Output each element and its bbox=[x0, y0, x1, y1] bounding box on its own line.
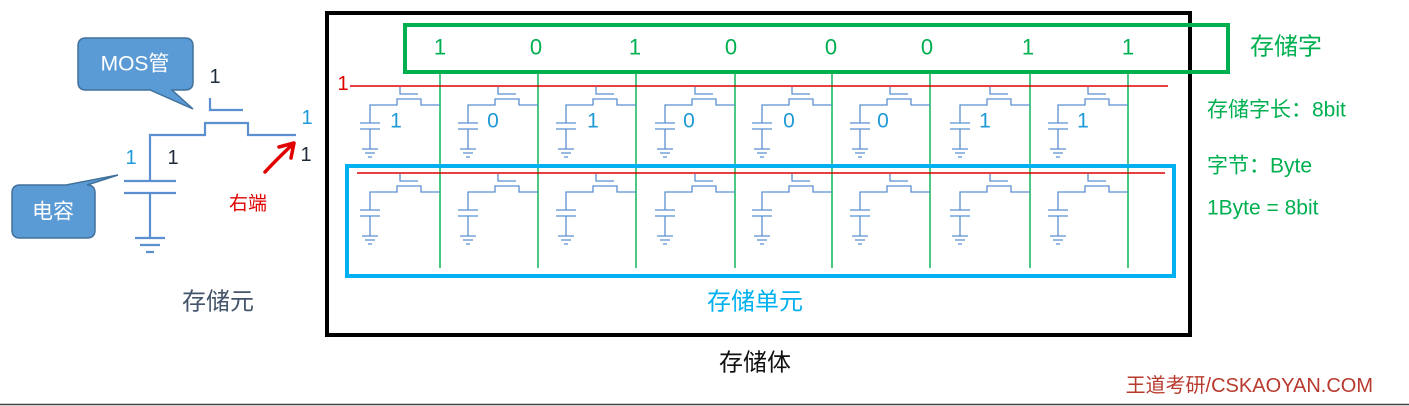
storage-body-caption: 存储体 bbox=[719, 350, 791, 377]
mos-callout-label: MOS管 bbox=[101, 53, 170, 76]
word-bit-3: 1 bbox=[629, 35, 641, 60]
cell-value-4: 0 bbox=[683, 110, 695, 133]
word-bit-6: 0 bbox=[921, 35, 933, 60]
storage-body-frame bbox=[325, 11, 1192, 337]
right-end-value-bottom: 1 bbox=[300, 144, 311, 166]
bit-lines bbox=[439, 74, 1129, 268]
right-end-arrow bbox=[263, 141, 296, 174]
storage-element-diagram: MOS管 1 1 1 1 1 右端 电容 存储元 bbox=[11, 37, 313, 316]
cell-value-8: 1 bbox=[1077, 110, 1089, 133]
cell-value-6: 0 bbox=[877, 110, 889, 133]
storage-element-caption: 存储元 bbox=[182, 289, 254, 316]
cell-value-3: 1 bbox=[587, 110, 599, 133]
storage-word-box bbox=[403, 23, 1230, 74]
note-word-length: 存储字长：8bit bbox=[1207, 99, 1346, 122]
memory-cell-r2-c5 bbox=[751, 173, 833, 245]
note-byte: 字节：Byte bbox=[1207, 155, 1312, 178]
right-end-label: 右端 bbox=[229, 193, 267, 215]
cell-values-row-1: 1 0 1 0 0 0 1 1 bbox=[390, 110, 1089, 133]
word-bit-5: 0 bbox=[825, 35, 837, 60]
watermark: 王道考研/CSKAOYAN.COM bbox=[1126, 374, 1373, 397]
cell-row-1 bbox=[359, 86, 1129, 158]
memory-cell-r1-c4 bbox=[654, 86, 736, 158]
gate-value: 1 bbox=[209, 66, 220, 88]
transistor-channel bbox=[148, 121, 296, 181]
memory-cell-r2-c1 bbox=[359, 173, 441, 245]
capacitor-callout-label: 电容 bbox=[32, 201, 74, 224]
memory-cell-r2-c3 bbox=[555, 173, 637, 245]
cell-value-2: 0 bbox=[487, 110, 499, 133]
cell-value-5: 0 bbox=[783, 110, 795, 133]
note-byte-definition: 1Byte = 8bit bbox=[1207, 197, 1319, 220]
right-end-value-top: 1 bbox=[301, 107, 312, 129]
storage-unit-box bbox=[345, 164, 1176, 278]
memory-cell-r2-c4 bbox=[654, 173, 736, 245]
capacitor-symbol bbox=[124, 179, 176, 238]
memory-cell-r1-c6 bbox=[849, 86, 931, 158]
ground-symbol bbox=[135, 236, 165, 254]
storage-word-bits: 1 0 1 0 0 0 1 1 bbox=[434, 35, 1134, 60]
capacitor-callout bbox=[11, 174, 119, 239]
cell-value-1: 1 bbox=[390, 110, 402, 133]
cell-value-7: 1 bbox=[979, 110, 991, 133]
cell-row-2 bbox=[359, 173, 1129, 245]
mos-callout bbox=[77, 37, 194, 110]
memory-cell-r2-c7 bbox=[949, 173, 1031, 245]
word-bit-1: 1 bbox=[434, 35, 446, 60]
memory-cell-r2-c6 bbox=[849, 173, 931, 245]
storage-body: 1 0 1 0 0 0 1 1 存储字 1 1 0 1 0 0 bbox=[325, 11, 1322, 337]
storage-word-label: 存储字 bbox=[1250, 34, 1322, 61]
word-line-value: 1 bbox=[337, 73, 348, 95]
notes: 存储字长：8bit 字节：Byte 1Byte = 8bit bbox=[1207, 99, 1346, 220]
word-bit-2: 0 bbox=[530, 35, 542, 60]
word-bit-4: 0 bbox=[725, 35, 737, 60]
memory-cell-r2-c2 bbox=[457, 173, 539, 245]
memory-cell-r2-c8 bbox=[1047, 173, 1129, 245]
transistor-gate bbox=[208, 98, 243, 112]
storage-unit-label: 存储单元 bbox=[707, 289, 803, 316]
capacitor-value-right: 1 bbox=[167, 147, 178, 169]
word-bit-7: 1 bbox=[1022, 35, 1034, 60]
word-bit-8: 1 bbox=[1122, 35, 1134, 60]
capacitor-value-left: 1 bbox=[125, 147, 136, 169]
